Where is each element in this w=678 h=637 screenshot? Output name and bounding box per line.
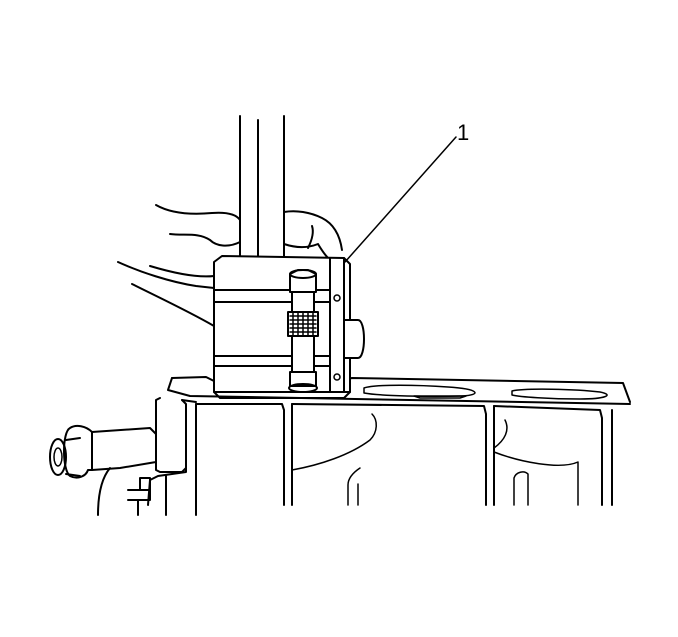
callout-1-leader <box>344 136 457 263</box>
clamp-bolt <box>287 269 319 393</box>
callout-1-label: 1 <box>457 120 469 145</box>
tool-shaft <box>239 115 285 259</box>
engine-block <box>127 376 631 516</box>
front-pulley <box>49 424 157 516</box>
callout-1: 1 <box>344 120 469 263</box>
